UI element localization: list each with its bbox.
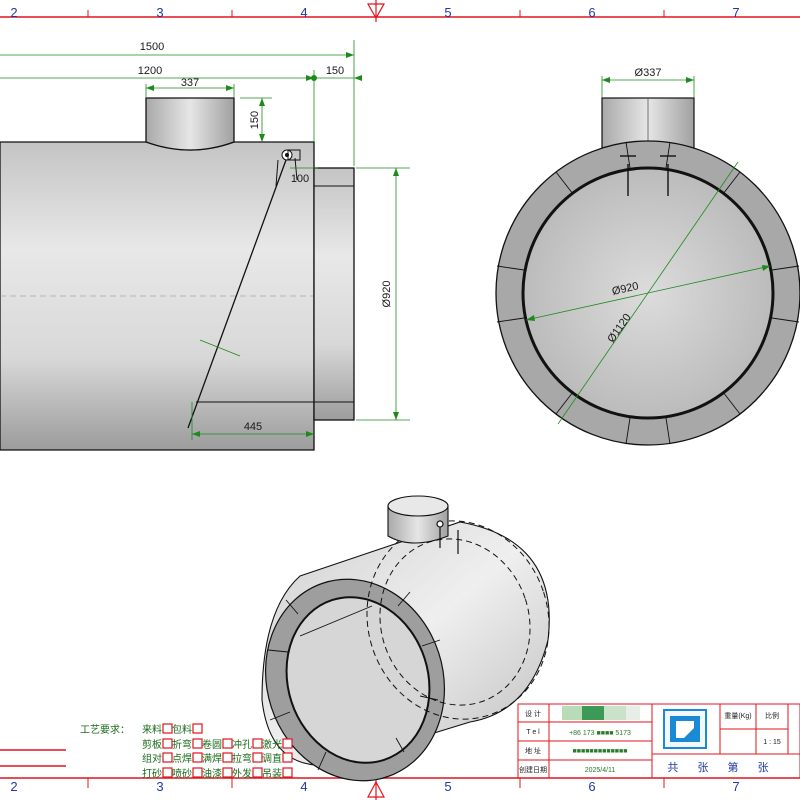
process-item-label: 冲孔 — [232, 738, 252, 751]
dim-total-length: 1500 — [140, 41, 164, 53]
dim-body-diameter: Ø920 — [381, 281, 393, 308]
process-item-label: 调直 — [262, 752, 282, 765]
process-item-label: 卷圆 — [202, 738, 222, 751]
process-item-label: 外发 — [232, 767, 252, 780]
company-logo — [663, 709, 707, 749]
zone-bottom-4: 5 — [444, 779, 451, 794]
scale-label: 比例 — [765, 711, 779, 720]
tel-label: T e l — [526, 729, 540, 736]
dim-bracket: 100 — [291, 173, 309, 185]
date-value: 2025/4/11 — [585, 767, 616, 774]
process-checkbox[interactable] — [162, 767, 173, 778]
process-item-label: 吊装 — [262, 767, 282, 780]
process-item-label: 剪板 — [142, 738, 162, 751]
process-item-label: 激光 — [262, 738, 282, 751]
dim-end-pipe: Ø337 — [635, 67, 662, 79]
address-value: ■■■■■■■■■■■■■ — [573, 748, 628, 755]
zone-bottom-3: 4 — [300, 779, 307, 794]
zone-top-4: 5 — [444, 5, 451, 20]
address-label: 地 址 — [525, 746, 541, 755]
process-item-label: 来料 — [142, 723, 162, 736]
iso-rear-ring — [366, 520, 550, 720]
process-checkbox[interactable] — [282, 738, 293, 749]
process-checkbox[interactable] — [192, 723, 203, 734]
weight-label: 重量(Kg) — [724, 712, 751, 720]
dim-pipe-height: 150 — [249, 111, 261, 129]
process-checkbox[interactable] — [192, 752, 203, 763]
process-checkbox[interactable] — [282, 767, 293, 778]
process-item-label: 打砂 — [142, 767, 162, 780]
process-item-label: 折弯 — [172, 738, 192, 751]
dim-pipe-position: 1200 — [138, 65, 162, 77]
scale-value: 1 : 15 — [763, 739, 781, 746]
end-view: Ø337 Ø920 Ø1120 — [495, 67, 800, 446]
tel-value: +86 173 ■■■■ 5173 — [569, 730, 631, 737]
process-title: 工艺要求： — [80, 724, 130, 736]
process-checkbox[interactable] — [162, 738, 173, 749]
side-view: 1500 1200 337 150 150 100 Ø920 445 — [0, 40, 410, 451]
zone-top-1: 2 — [10, 5, 17, 20]
process-item-label: 拉弯 — [232, 752, 252, 765]
top-center-arrow — [366, 0, 386, 22]
end-ring — [313, 167, 355, 421]
process-item-label: 满焊 — [202, 753, 222, 765]
dim-end-length: 150 — [326, 65, 344, 77]
zone-bottom-1: 2 — [10, 779, 17, 794]
dim-cut-length: 445 — [244, 421, 262, 433]
process-requirements: 工艺要求： 来料包料剪板折弯卷圆冲孔激光组对点焊满焊拉弯调直打砂喷砂油漆外发吊装 — [80, 723, 293, 780]
design-label: 设 计 — [525, 709, 541, 718]
sheet-count: 共 张 第 张 — [667, 760, 776, 774]
title-block: 设 计 T e l 地 址 创建日期 +86 173 ■■■■ 5173 ■■■… — [517, 703, 800, 779]
process-item-label: 点焊 — [172, 753, 192, 765]
process-checkbox[interactable] — [252, 767, 263, 778]
tank-body — [0, 141, 315, 451]
process-checkbox[interactable] — [222, 767, 233, 778]
cut-line — [187, 159, 287, 429]
process-checkbox[interactable] — [252, 738, 263, 749]
process-item-label: 组对 — [142, 752, 162, 765]
zone-bottom-2: 3 — [156, 779, 163, 794]
dim-pipe-diameter: 337 — [181, 77, 199, 89]
process-checkbox[interactable] — [222, 738, 233, 749]
process-checkbox[interactable] — [162, 723, 173, 734]
dim-inner-diameter: Ø920 — [611, 280, 640, 298]
date-label: 创建日期 — [519, 765, 547, 774]
process-checkbox[interactable] — [192, 767, 203, 778]
process-checkbox[interactable] — [192, 738, 203, 749]
design-name-redacted — [562, 706, 640, 720]
process-item-label: 包料 — [172, 723, 192, 736]
process-checkbox[interactable] — [222, 752, 233, 763]
process-checkbox[interactable] — [162, 752, 173, 763]
zone-top-3: 4 — [300, 5, 307, 20]
process-item-label: 油漆 — [202, 767, 222, 780]
isometric-view — [261, 495, 550, 782]
process-checkbox[interactable] — [282, 752, 293, 763]
pipe-stub — [145, 97, 235, 151]
process-checkbox[interactable] — [252, 752, 263, 763]
zone-bottom-6: 7 — [732, 779, 739, 794]
iso-front-bore — [285, 596, 431, 764]
zone-top-2: 3 — [156, 5, 163, 20]
process-item-label: 喷砂 — [172, 767, 192, 780]
zone-top-5: 6 — [588, 5, 595, 20]
zone-top-6: 7 — [732, 5, 739, 20]
zone-bottom-5: 6 — [588, 779, 595, 794]
